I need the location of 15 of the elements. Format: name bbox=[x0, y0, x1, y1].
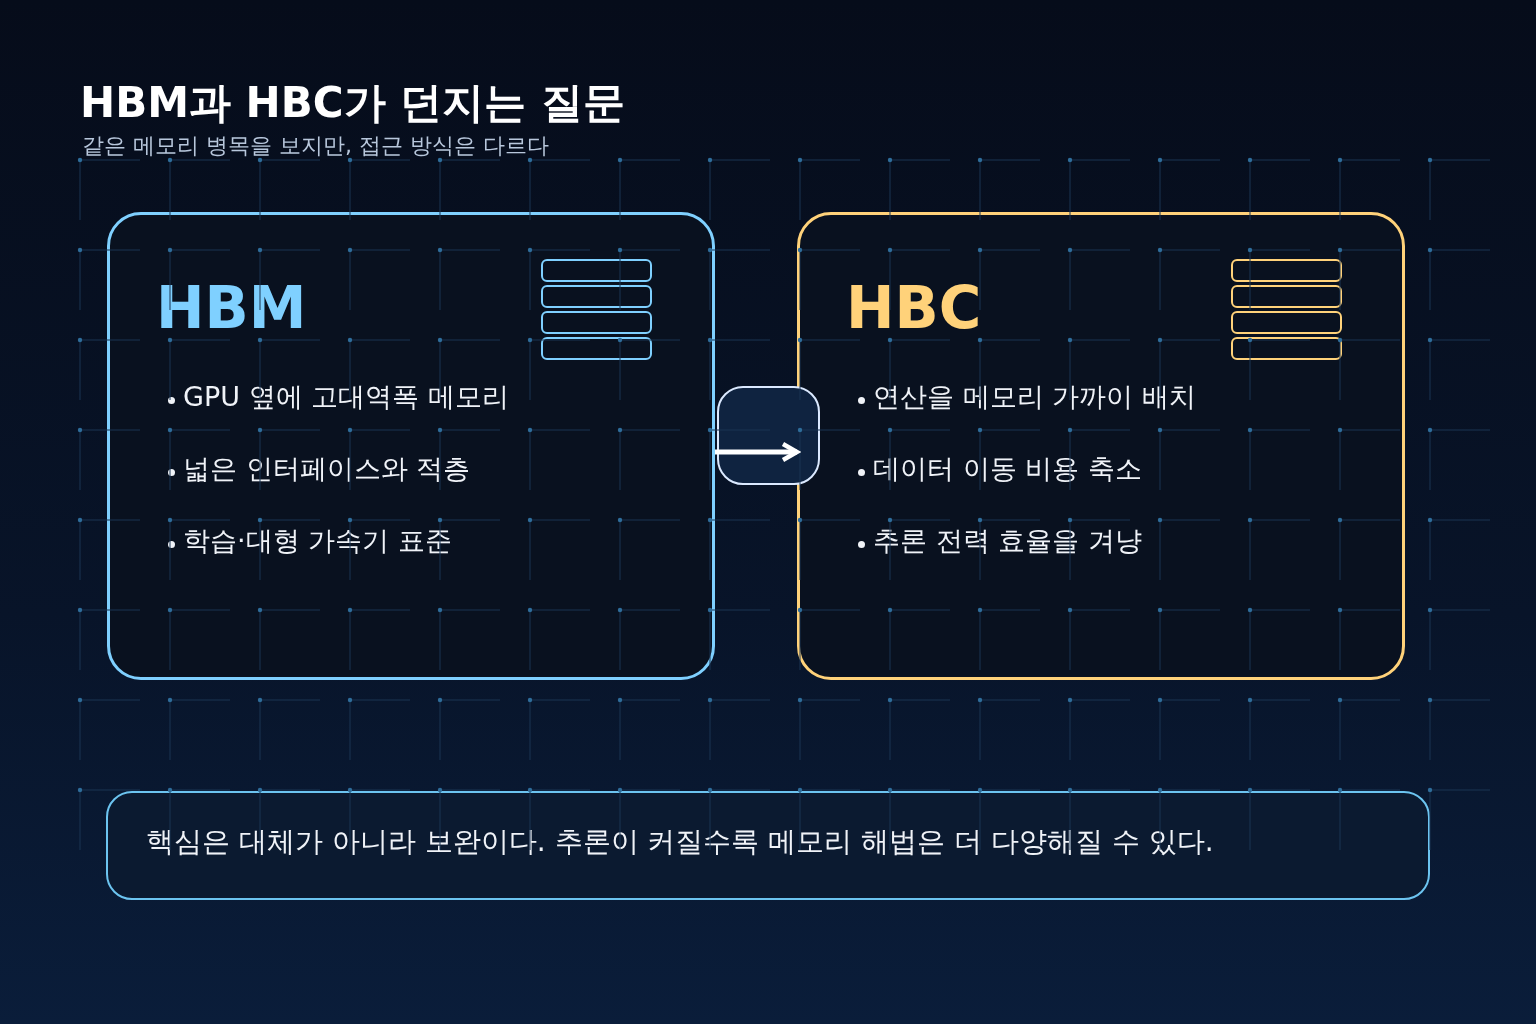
summary-box bbox=[106, 791, 1430, 900]
bullet-text: 학습·대형 가속기 표준 bbox=[183, 525, 452, 558]
bullet-text: 데이터 이동 비용 축소 bbox=[873, 453, 1142, 486]
comparison-card bbox=[107, 212, 715, 680]
bullet-text: 넓은 인터페이스와 적층 bbox=[183, 453, 471, 486]
comparison-card bbox=[797, 212, 1405, 680]
arrow bbox=[715, 441, 800, 463]
card-heading: HBC bbox=[846, 279, 982, 337]
bullet-text: GPU 옆에 고대역폭 메모리 bbox=[183, 381, 509, 414]
subtitle: 같은 메모리 병목을 보지만, 접근 방식은 다르다 bbox=[82, 133, 549, 160]
summary-text: 핵심은 대체가 아니라 보완이다. 추론이 커질수록 메모리 해법은 더 다양해질 수 있다. bbox=[146, 825, 1214, 859]
card-heading: HBM bbox=[156, 279, 307, 337]
bullet-text: 추론 전력 효율을 겨냥 bbox=[873, 525, 1142, 558]
title: HBM과 HBC가 던지는 질문 bbox=[80, 80, 625, 127]
bullet-text: 연산을 메모리 가까이 배치 bbox=[873, 381, 1196, 414]
